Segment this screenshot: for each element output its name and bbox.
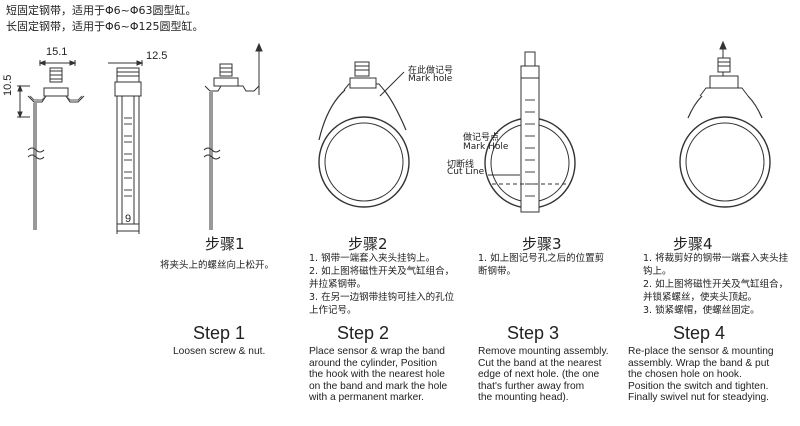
- step4-title: Step 4: [673, 323, 726, 343]
- step4-cn-item: 并锁紧螺丝，使夹头顶起。: [643, 292, 758, 303]
- dim-12-5: 12.5: [146, 50, 168, 62]
- step2-cn-title: 步骤2: [348, 235, 388, 253]
- step2-cn-item: 并拉紧钢带。: [309, 279, 367, 290]
- step3-title: Step 3: [507, 323, 560, 343]
- step1-cn-title: 步骤1: [205, 235, 245, 253]
- step3-desc: Remove mounting assembly. Cut the band a…: [478, 346, 609, 404]
- step2-cn-item: 上作记号。: [309, 305, 357, 316]
- mark-hole-cn: 在此做记号: [408, 66, 454, 76]
- step2-drawing: [318, 61, 410, 208]
- mark-hole2-en: Mark Hole: [463, 142, 509, 152]
- step2-cn-item: 1. 钢带一端套入夹头挂钩上。: [309, 253, 436, 264]
- cut-line-en: Cut Line: [447, 167, 485, 177]
- step4-desc: Re-place the sensor & mounting assembly.…: [628, 346, 774, 404]
- step2-title: Step 2: [337, 323, 390, 343]
- fig1-band-front: [108, 60, 144, 234]
- step3-cn-list: 1. 如上图记号孔之后的位置剪 断钢带。: [478, 252, 604, 278]
- step4-cn-list: 1. 将裁剪好的钢带一端套入夹头挂 钩上。 2. 如上图将磁性开关及气缸组合， …: [643, 252, 788, 317]
- intro-short-band: 短固定钢带，适用于Φ6~Φ63圆型缸。: [6, 4, 197, 17]
- intro-long-band: 长固定钢带，适用于Φ6~Φ125圆型缸。: [6, 20, 204, 33]
- mark-hole2-cn: 做记号点: [463, 133, 500, 143]
- step1-cn-item: 将夹头上的螺丝向上松开。: [160, 260, 275, 271]
- dim-10-5: 10.5: [2, 74, 14, 96]
- step4-cn-item: 3. 锁紧螺帽，使螺丝固定。: [643, 305, 760, 316]
- step2-cn-item: 2. 如上图将磁性开关及气缸组合，: [309, 266, 455, 277]
- step3-cn-title: 步骤3: [522, 235, 562, 253]
- step2-desc: Place sensor & wrap the band around the …: [309, 346, 448, 404]
- step3-cn-item: 1. 如上图记号孔之后的位置剪: [478, 253, 605, 264]
- step1-drawing: [203, 42, 263, 230]
- step4-drawing: [679, 40, 771, 208]
- step4-cn-item: 1. 将裁剪好的钢带一端套入夹头挂: [643, 253, 789, 264]
- step3-cn-item: 断钢带。: [478, 266, 517, 277]
- dim-15-1: 15.1: [46, 46, 68, 58]
- step1-title: Step 1: [193, 323, 246, 343]
- step1-desc: Loosen screw & nut.: [173, 346, 266, 357]
- step2-cn-list: 1. 钢带一端套入夹头挂钩上。 2. 如上图将磁性开关及气缸组合， 并拉紧钢带。…: [309, 252, 454, 317]
- mark-hole-en: Mark hole: [408, 74, 453, 84]
- step4-cn-title: 步骤4: [673, 235, 713, 253]
- fig1-side-bracket: [17, 60, 85, 230]
- step4-cn-item: 钩上。: [643, 266, 672, 277]
- step3-drawing: [484, 51, 576, 213]
- dim-9: 9: [125, 213, 132, 225]
- step4-cn-item: 2. 如上图将磁性开关及气缸组合，: [643, 279, 789, 290]
- cut-line-cn: 切断线: [447, 160, 475, 170]
- step2-cn-item: 3. 在另一边钢带挂钩可挂入的孔位: [309, 292, 455, 303]
